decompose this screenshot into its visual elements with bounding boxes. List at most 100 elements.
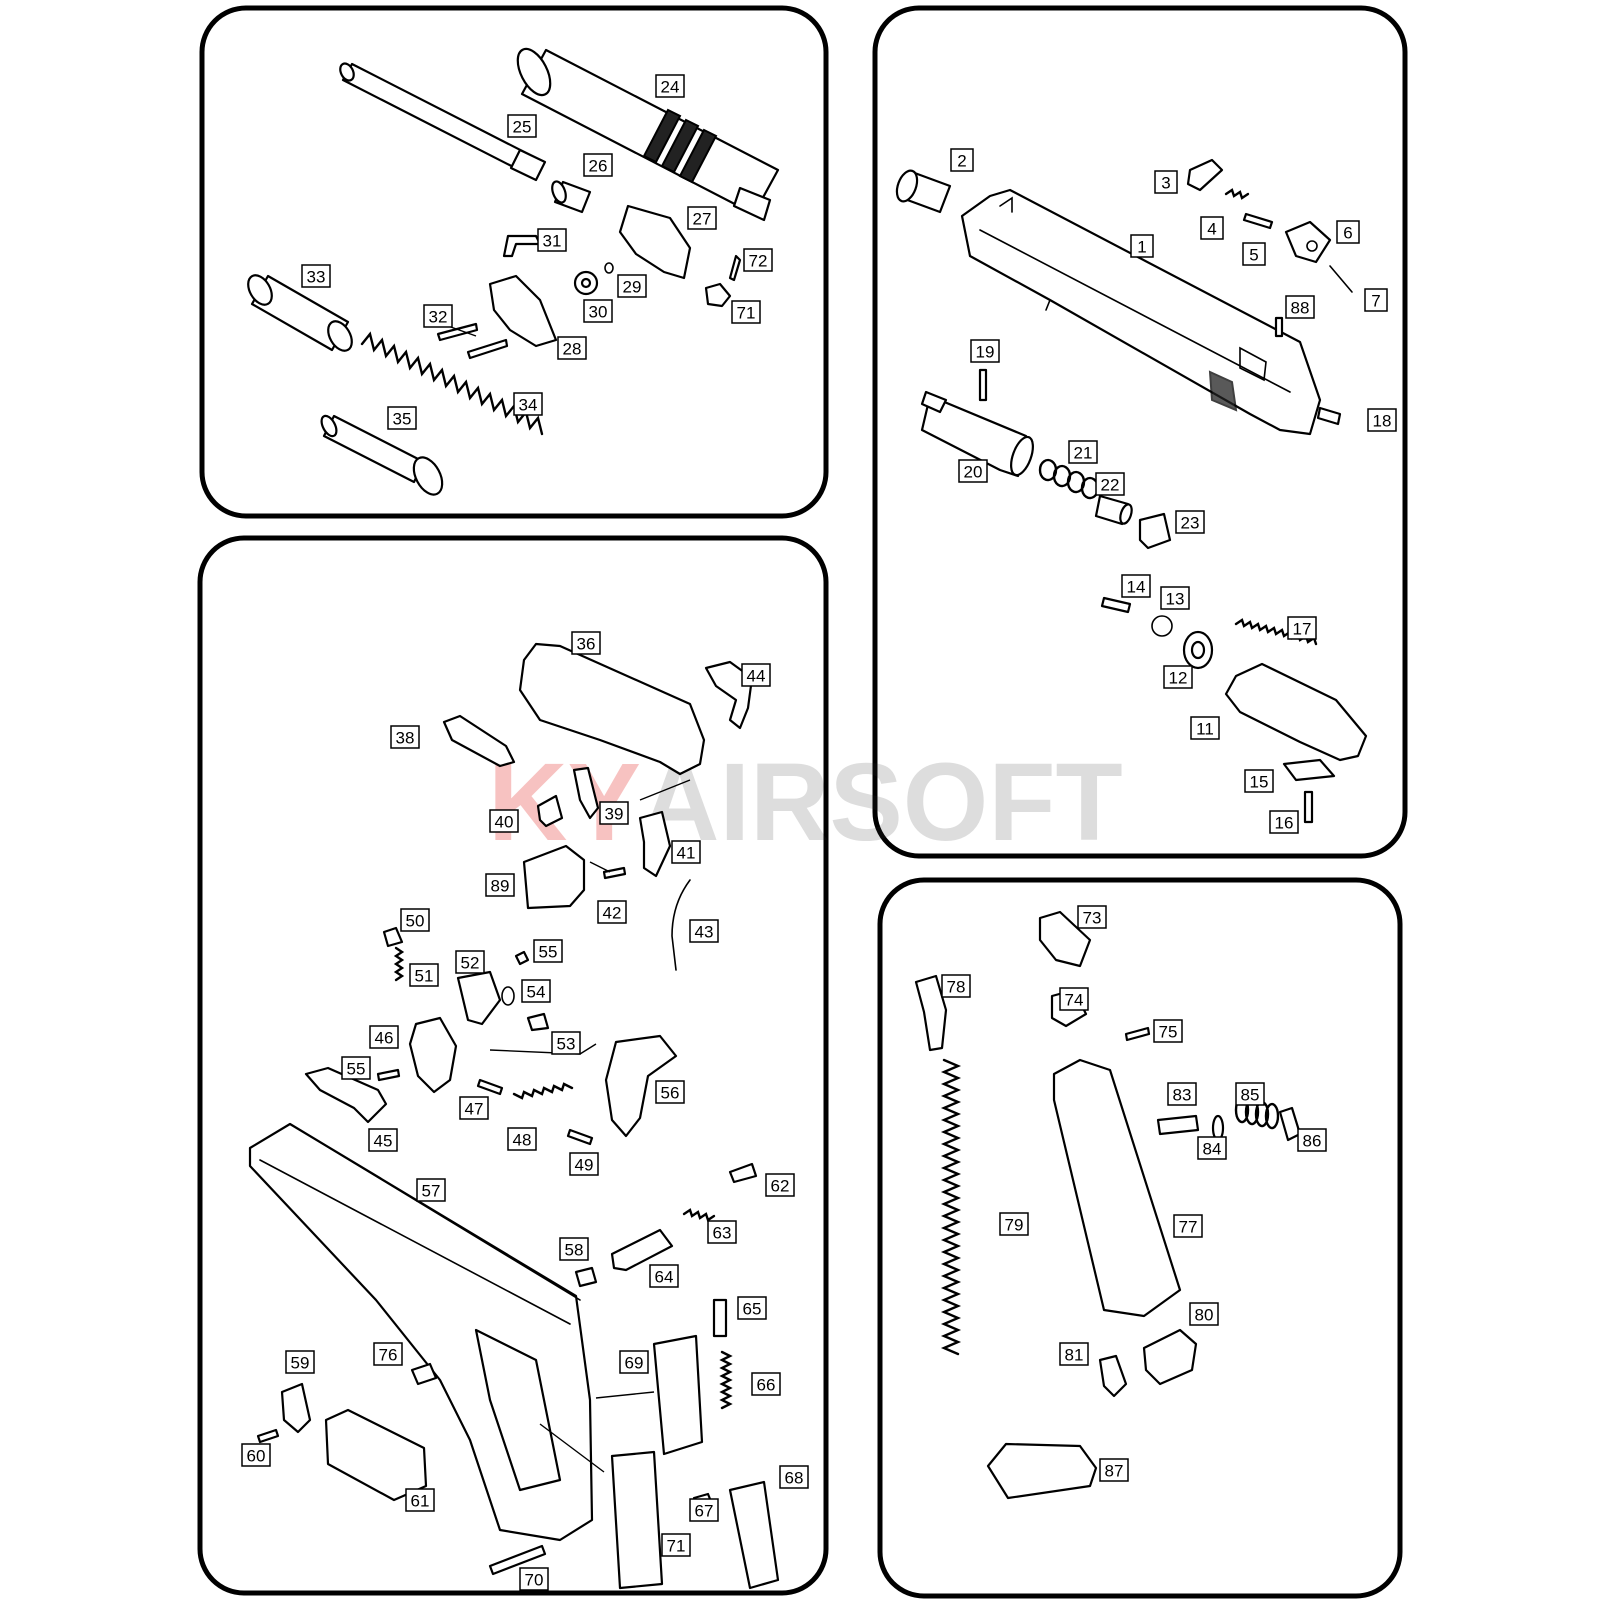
part-label-59: 59 [285,1350,315,1374]
part-label-29: 29 [617,274,647,298]
part-label-box [301,264,331,288]
part-drawing-screw-32a [436,322,479,342]
part-drawing-pin-5 [1242,212,1274,230]
watermark: KY AIRSOFT [488,741,1123,864]
part-drawing-rear-sight-3 [1186,158,1224,192]
part-label-box [1235,1082,1265,1106]
part-label-text: 71 [737,304,756,323]
part-label-22: 22 [1095,472,1125,496]
frame-group-parts [248,642,780,1590]
part-label-13: 13 [1160,586,1190,610]
part-label-box [737,1296,767,1320]
part-label-box [958,459,988,483]
part-drawing-pin-70 [488,1544,547,1576]
part-drawing-screw-65 [712,1298,728,1338]
part-label-36: 36 [571,631,601,655]
part-drawing-screw-58 [574,1266,598,1288]
part-label-box [390,725,420,749]
part-label-box [649,1264,679,1288]
part-drawing-recoil-block [488,274,558,348]
part-label-text: 44 [747,667,766,686]
part-label-text: 28 [563,340,582,359]
part-drawing-baseplate-80 [1142,1328,1198,1386]
part-label-box [1163,665,1193,689]
part-label-box [1242,242,1266,266]
part-label-box [241,1443,271,1467]
part-drawing-disconnector-41 [638,810,672,878]
part-label-30: 30 [583,299,613,323]
part-label-text: 56 [661,1084,680,1103]
part-label-text: 5 [1249,246,1258,265]
part-drawing-lever-40 [536,794,564,828]
part-label-text: 11 [1196,720,1214,739]
part-drawing-guide-bushing [247,274,353,352]
part-label-71: 71 [731,300,761,324]
part-label-text: 46 [375,1029,394,1048]
part-drawing-piston-head-12 [1182,630,1214,670]
part-label-80: 80 [1189,1302,1219,1326]
part-drawing-screw-18 [1316,406,1342,426]
part-drawing-pin-47 [476,1078,504,1096]
part-label-text: 88 [1291,299,1310,318]
part-label-box [599,801,629,825]
part-drawing-small-block-71 [704,282,732,308]
part-drawing-plate-89 [522,844,586,910]
part-drawing-grip-panel-71 [610,1450,664,1590]
part-label-text: 58 [565,1241,584,1260]
part-label-text: 47 [465,1100,484,1119]
part-label-text: 57 [422,1182,441,1201]
part-drawing-spring-63 [682,1208,716,1222]
part-label-box [569,1152,599,1176]
part-label-14: 14 [1121,574,1151,598]
watermark-brand-b: AIRSOFT [640,741,1123,864]
part-label-text: 25 [513,118,532,137]
part-label-box [661,1533,691,1557]
part-label-text: 69 [625,1354,644,1373]
part-label-61: 61 [405,1488,435,1512]
part-label-54: 54 [521,979,551,1003]
part-drawing-valve-83 [1156,1114,1200,1136]
part-label-24: 24 [655,74,685,98]
part-label-text: 77 [1179,1218,1198,1237]
part-label-text: 31 [543,232,562,251]
part-label-77: 77 [1173,1214,1203,1238]
part-label-50: 50 [400,908,430,932]
part-label-text: 35 [393,410,412,429]
part-drawing-spring-48 [512,1082,574,1100]
part-label-text: 41 [677,844,696,863]
part-label-box [1364,288,1388,312]
part-drawing-pin-49 [566,1128,594,1146]
part-label-5: 5 [1242,242,1266,266]
part-label-text: 40 [495,813,514,832]
part-label-box [459,1096,489,1120]
part-label-27: 27 [687,206,717,230]
part-drawing-guide-rod [320,414,444,496]
part-label-box [1367,408,1397,432]
part-drawing-trigger-56 [604,1034,678,1138]
part-label-39: 39 [599,801,629,825]
part-label-text: 52 [461,954,480,973]
part-label-box [1190,716,1220,740]
part-drawing-pin-42 [602,866,627,880]
part-drawing-spring-85 [1234,1096,1280,1130]
part-label-box [583,153,613,177]
part-drawing-inner-barrel [339,62,547,182]
part-label-text: 29 [623,278,642,297]
part-drawing-clip [502,234,542,258]
part-label-40: 40 [489,809,519,833]
part-label-box [1121,574,1151,598]
part-label-71: 71 [661,1533,691,1557]
part-drawing-oring-29 [604,262,614,274]
part-label-text: 36 [577,635,596,654]
part-label-text: 51 [415,967,434,986]
part-drawing-plate-15 [1282,758,1336,782]
part-drawing-lever-64 [610,1228,674,1272]
part-label-text: 55 [539,943,558,962]
part-drawing-screw-55b [376,1068,401,1082]
part-label-box [1175,510,1205,534]
part-label-text: 75 [1159,1023,1178,1042]
part-drawing-pin-50 [382,926,404,948]
part-drawing-screw-55a [514,950,530,966]
panel-magazine-frame [877,877,1403,1599]
